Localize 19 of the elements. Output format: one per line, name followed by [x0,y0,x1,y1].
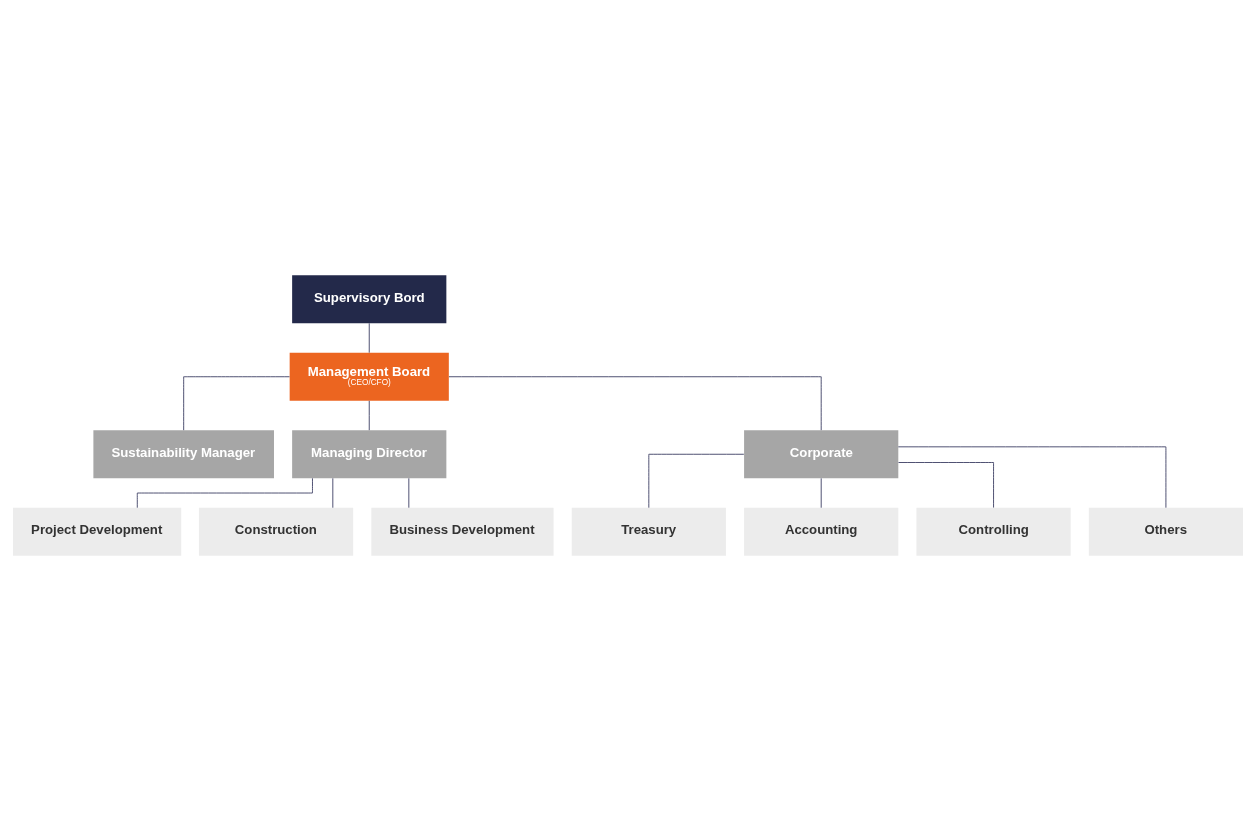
node-box: Managing Director [292,429,447,478]
node-box: Construction [198,507,354,556]
node-box: Corporate [744,429,899,478]
connector [648,453,745,508]
node-box: Management Board (CEO/CFO) [289,352,449,401]
connector [183,375,290,431]
connector [368,399,370,431]
node-box: Sustainability Manager [93,429,274,478]
connector [368,322,370,353]
node-box: Accounting [744,507,899,556]
node-box: Business Development [371,507,554,556]
connector [448,375,822,431]
node-box: Others [1088,507,1244,556]
node-box: Project Development [12,507,182,556]
node-box: Supervisory Bord [292,274,447,323]
connector [898,461,994,508]
node-box: Controlling [916,507,1071,556]
node-box: Treasury [571,507,726,556]
connector [897,445,1167,508]
